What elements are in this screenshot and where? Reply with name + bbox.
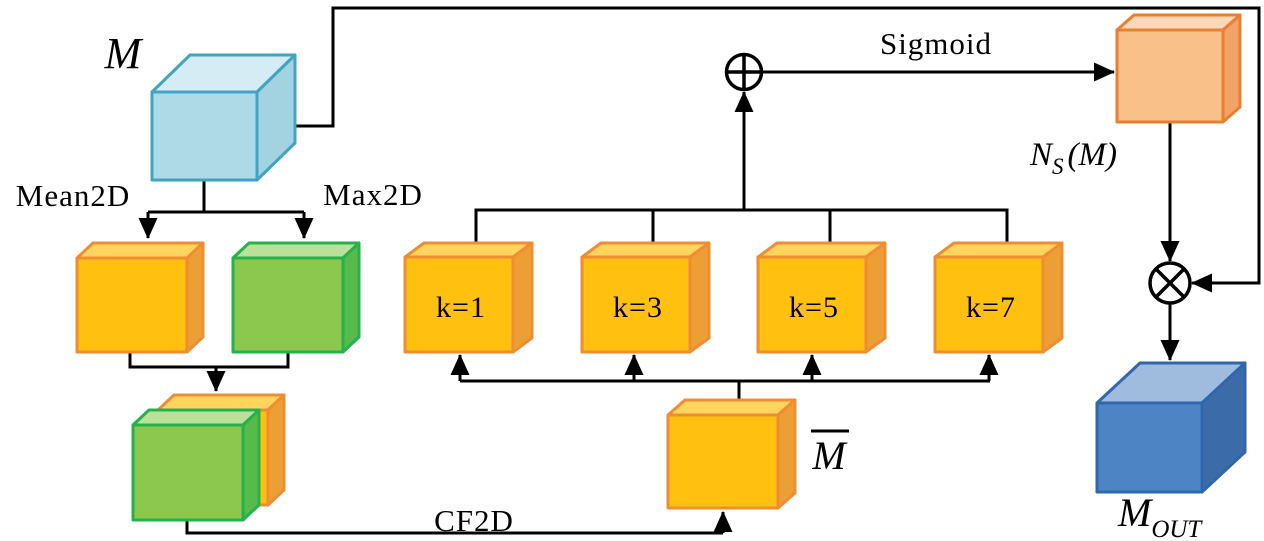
cube-top-face <box>156 393 286 412</box>
output-tensor-label: MOUT <box>1117 490 1203 541</box>
input-tensor-label: M <box>104 29 144 78</box>
cube-front-face <box>1115 28 1225 124</box>
max-pool-label: Max2D <box>323 177 423 212</box>
cube-top-face <box>231 241 361 260</box>
cube-side-face <box>185 241 205 354</box>
flow-lines <box>128 6 1261 535</box>
cube-front-face <box>756 255 868 354</box>
cf2d-line <box>185 517 723 535</box>
mean-pool-label: Mean2D <box>16 178 130 213</box>
cube-side-face <box>864 241 887 354</box>
cube-front-face <box>403 255 515 354</box>
cube-front-face <box>131 423 245 522</box>
skip-connection-line <box>295 6 1261 293</box>
elementwise-add-icon <box>724 52 764 92</box>
conv-k5-cube <box>756 241 887 354</box>
cube-side-face <box>1221 13 1242 124</box>
cube-side-face <box>241 408 261 522</box>
conv-k1-cube <box>403 241 534 354</box>
cube-front-face <box>75 256 189 354</box>
output-cube <box>1095 361 1247 494</box>
cube-front-face <box>231 256 345 354</box>
cf2d-label: CF2D <box>434 503 514 538</box>
kernel-sum-line <box>474 208 1009 244</box>
cube-side-face <box>511 241 534 354</box>
cube-side-face <box>266 393 286 507</box>
cube-top-face <box>756 241 887 259</box>
attention-map-cube <box>1115 13 1242 124</box>
cube-top-face <box>75 241 205 260</box>
concat-cube-front <box>131 408 261 522</box>
fused-tensor-label: M <box>811 429 849 478</box>
concat-merge-line <box>128 352 290 369</box>
cube-side-face <box>341 241 361 354</box>
cube-front-face <box>666 413 780 510</box>
conv-k7-cube <box>933 241 1064 354</box>
mean-pool-cube <box>75 241 205 354</box>
conv-k7-label: k=7 <box>966 291 1016 324</box>
elementwise-multiply-icon <box>1148 261 1192 305</box>
conv-k3-cube <box>580 241 711 354</box>
cube-top-face <box>403 241 534 259</box>
cube-top-face <box>1115 13 1242 32</box>
svg-text:M: M <box>811 433 848 478</box>
input-cube <box>150 53 297 182</box>
cube-side-face <box>688 241 711 354</box>
conv-k3-label: k=3 <box>613 291 663 324</box>
cube-front-face <box>1095 401 1204 494</box>
cube-front-face <box>580 255 692 354</box>
cube-top-face <box>933 241 1064 259</box>
max-pool-cube <box>231 241 361 354</box>
cube-side-face <box>1041 241 1064 354</box>
fused-tensor-cube <box>666 398 797 510</box>
cube-front-face <box>933 255 1045 354</box>
pool-split-line <box>148 180 304 214</box>
cube-top-face <box>666 398 797 417</box>
conv-k1-label: k=1 <box>436 291 486 324</box>
conv-k5-label: k=5 <box>789 291 839 324</box>
cube-side-face <box>776 398 797 510</box>
attention-map-label: NS(M) <box>1029 137 1117 179</box>
cube-front-face <box>150 90 259 182</box>
cube-top-face <box>131 408 261 427</box>
cube-top-face <box>580 241 711 259</box>
sigmoid-label: Sigmoid <box>880 26 992 61</box>
